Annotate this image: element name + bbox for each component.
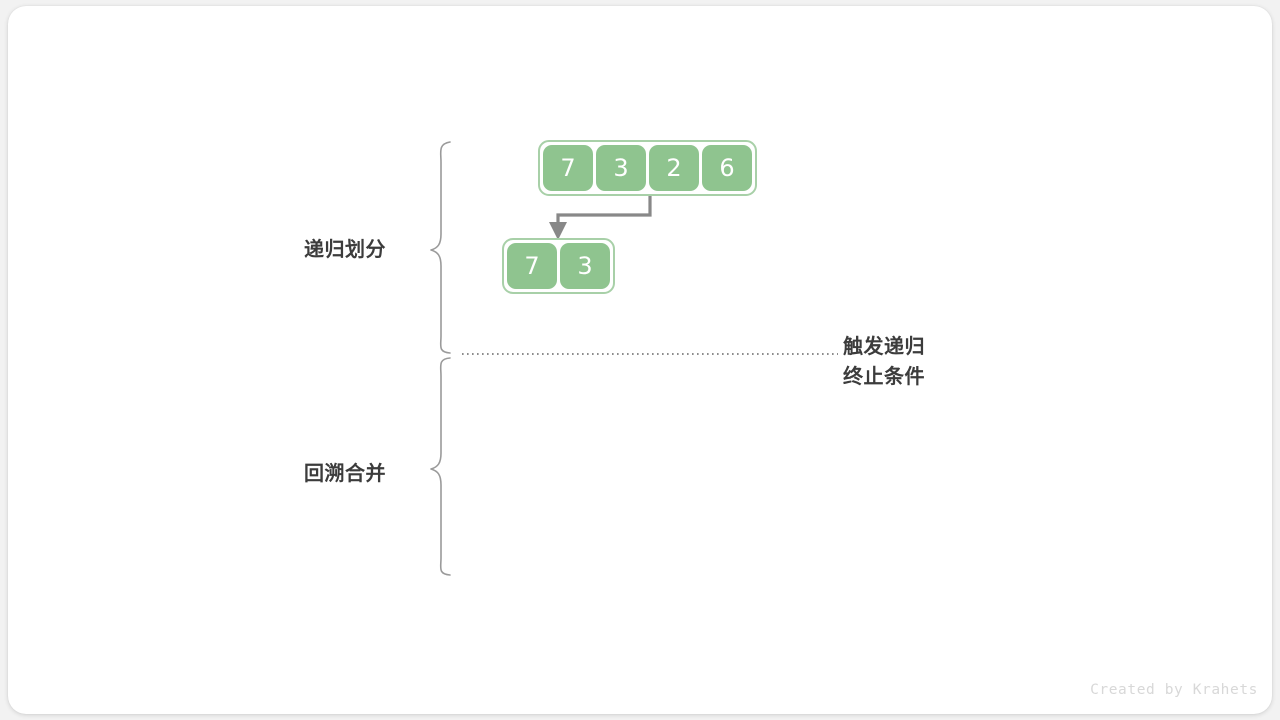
recursion-boundary-annotation: 触发递归 终止条件 — [843, 331, 925, 391]
section-label-divide: 递归划分 — [304, 237, 386, 261]
annotation-line-1: 触发递归 — [843, 334, 925, 358]
array-sub: 7 3 — [502, 238, 615, 294]
section-label-merge: 回溯合并 — [304, 461, 386, 485]
array-cell: 3 — [560, 243, 610, 289]
array-cell: 7 — [507, 243, 557, 289]
credit-text: Created by Krahets — [1090, 682, 1258, 698]
array-cell: 7 — [543, 145, 593, 191]
array-cell: 6 — [702, 145, 752, 191]
array-top: 7 3 2 6 — [538, 140, 757, 196]
annotation-line-2: 终止条件 — [843, 364, 925, 388]
array-cell: 2 — [649, 145, 699, 191]
white-card-background — [8, 6, 1272, 714]
array-cell: 3 — [596, 145, 646, 191]
